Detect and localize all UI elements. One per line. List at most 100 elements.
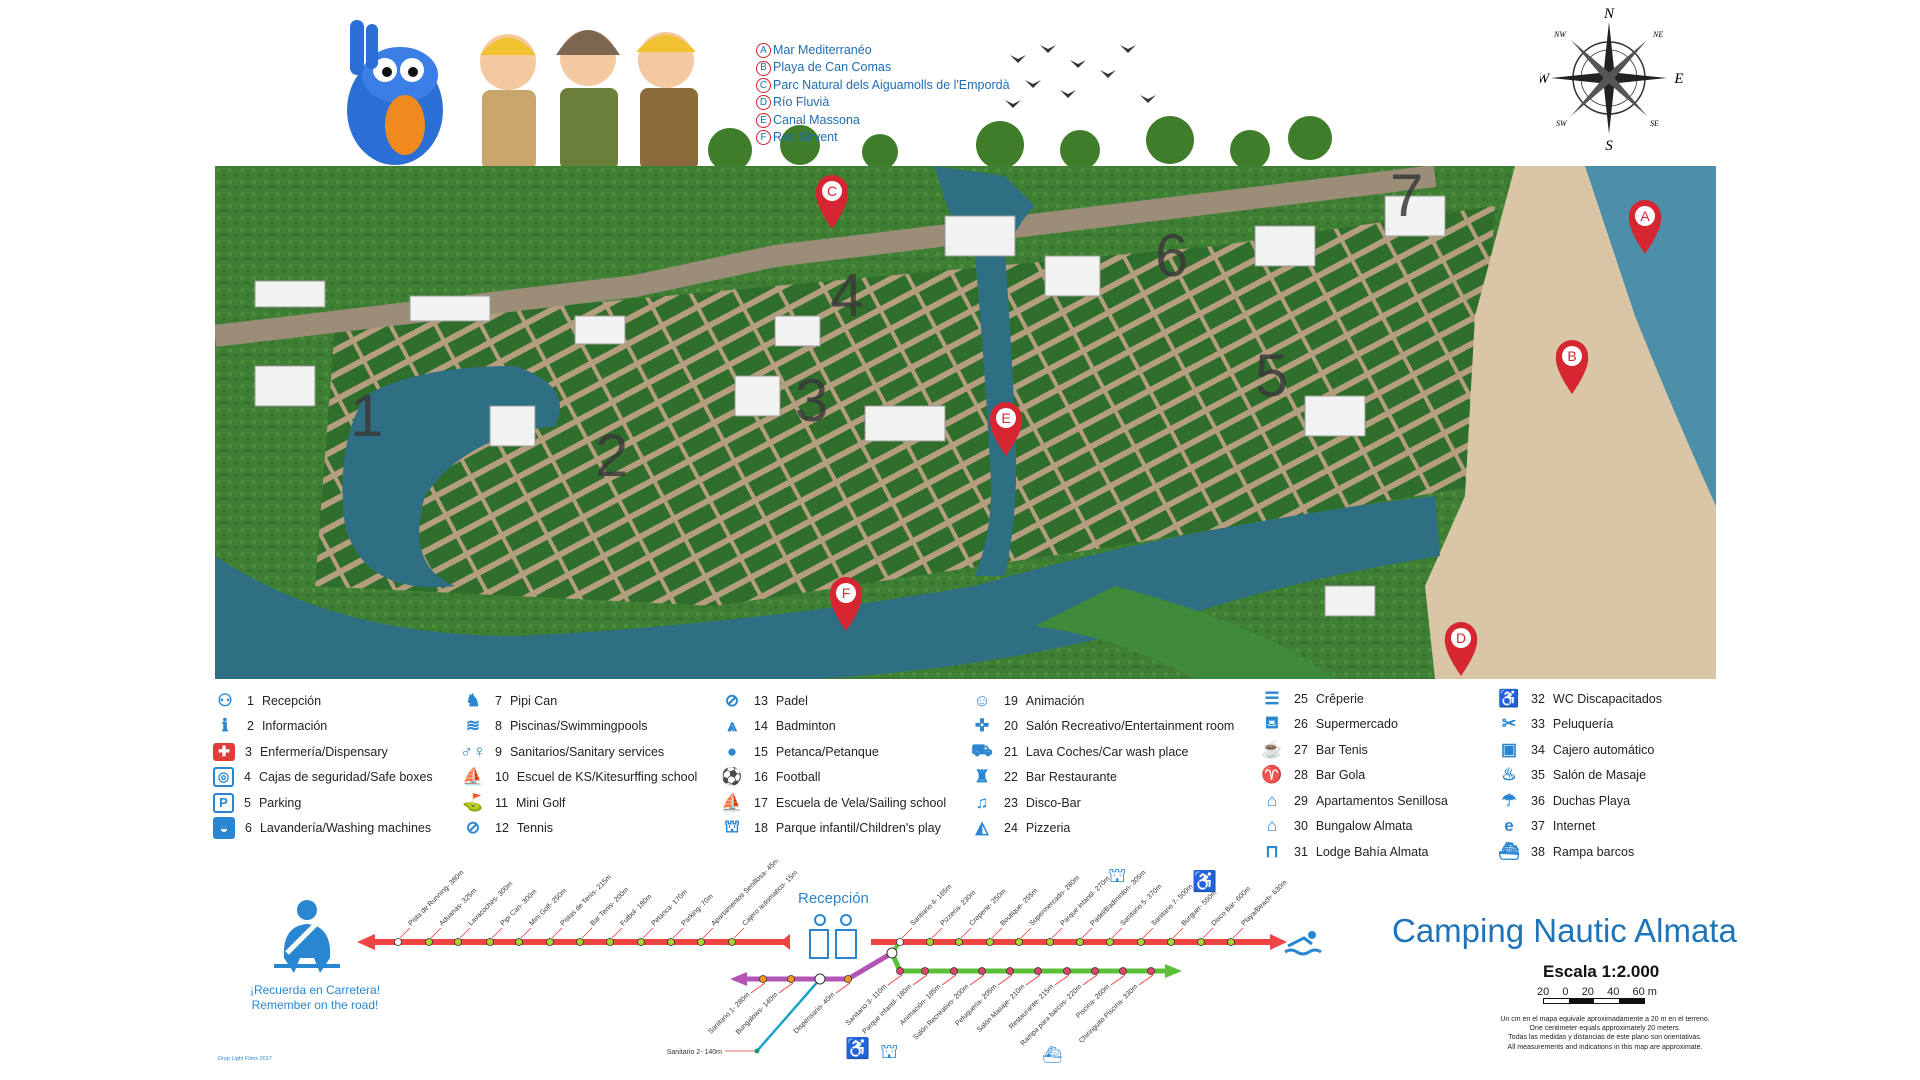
legend-number: 12 [495,821,509,836]
legend-number: 18 [754,821,768,836]
route-stop-label: Pistas de Tenis- 215m [559,874,613,928]
place-name: Río Fluvià [773,95,830,110]
legend-number: 3 [245,744,252,759]
route-leader [581,927,593,939]
route-leader [1025,974,1041,986]
route-stop [1091,967,1099,975]
route-stop [921,967,929,975]
legend-label: Lodge Bahía Almata [1315,844,1429,859]
lodge-icon: ⊓ [1265,841,1279,861]
legend-number: 4 [244,770,251,785]
route-leader [778,982,794,994]
route-stop-label: Supermercado- 280m [1028,874,1081,927]
padel-icon: ⊘ [724,690,740,710]
legend-label: Supermercado [1315,717,1398,732]
map-marker-f[interactable]: F [829,577,863,631]
place-letter-badge: F [756,130,771,146]
route-stop-label: Sanitario 2- 140m [667,1049,722,1056]
route-stop [1006,967,1014,975]
route-stop [950,967,958,975]
football-icon: ⚽ [721,767,743,787]
map-marker-a[interactable]: A [1628,200,1662,254]
road-reminder: ¡Recuerda en Carretera! Remember on the … [240,983,390,1013]
route-junction [814,973,826,985]
route-stop [926,938,934,946]
dancers-icon: ♫ [975,792,989,812]
route-stop-label: Rampa para barcos- 220m [1020,983,1084,1047]
svg-text:1: 1 [350,382,383,449]
svg-text:A: A [1640,208,1650,224]
legend-label: Internet [1552,819,1596,834]
arrow-west-icon [357,934,375,950]
legend-number: 27 [1294,742,1308,757]
route-stop [606,938,614,946]
legend-number: 6 [245,821,252,836]
route-leader [912,974,928,986]
route-leader [520,927,532,939]
campsite-map[interactable]: 1 2 3 4 5 6 7 A B C D E F [215,166,1716,679]
route-stop [955,938,963,946]
route-stop [1076,938,1084,946]
sailing-icon: ⛵ [721,792,743,812]
swimmer-icon [1284,931,1322,956]
map-marker-c[interactable]: C [815,175,849,229]
legend-number: 25 [1294,691,1308,706]
parking-icon: P [213,792,234,813]
map-marker-e[interactable]: E [989,402,1023,456]
legend-number: 13 [754,693,768,708]
mascot-blue-creature [347,20,443,165]
route-stop [486,938,494,946]
legend-number: 10 [495,770,509,785]
route-stop-label: Dispensario- 40m [793,991,837,1035]
crepe-icon: ☰ [1264,688,1280,708]
boat-ramp-icon: ⛴ [1498,841,1520,861]
route-leader [1082,974,1098,986]
route-stop [844,975,852,983]
legend-number: 29 [1294,793,1308,808]
header-illustration [347,20,1332,172]
place-name: Parc Natural dels Aiguamolls de l'Empord… [773,77,1010,92]
route-stop [1063,967,1071,975]
legend-label: Tennis [516,821,554,836]
map-marker-b[interactable]: B [1555,340,1589,394]
route-stop [896,938,904,946]
route-leader [672,927,684,939]
animation-icon: ☺ [973,690,991,710]
route-junction [886,947,898,959]
svg-text:SE: SE [1650,119,1659,128]
svg-text:N: N [1603,6,1615,22]
legend-label: Escuela de Vela/Sailing school [775,795,947,810]
route-leader [1081,927,1093,939]
legend-number: 21 [1004,744,1018,759]
route-leader [1142,927,1154,939]
map-marker-d[interactable]: D [1444,622,1478,676]
svg-text:5: 5 [1255,342,1288,409]
svg-text:S: S [1605,138,1613,154]
route-stop [978,967,986,975]
route-stop [667,938,675,946]
legend-label: Salón Recreativo/Entertainment room [1025,719,1235,734]
internet-icon: e [1504,816,1514,836]
svg-text:F: F [842,585,851,601]
zone-numbers: 1 2 3 4 5 6 7 [350,166,1423,489]
route-stop [1106,938,1114,946]
route-west-end [780,934,790,950]
river-island [1035,586,1335,679]
svg-text:NW: NW [1553,30,1567,39]
place-letter-badge: D [756,95,771,111]
route-leader [551,927,563,939]
legend-number: 15 [754,744,768,759]
legend-number: 33 [1531,717,1545,732]
place-name: Playa de Can Comas [773,60,892,75]
legend-number: 32 [1531,691,1545,706]
